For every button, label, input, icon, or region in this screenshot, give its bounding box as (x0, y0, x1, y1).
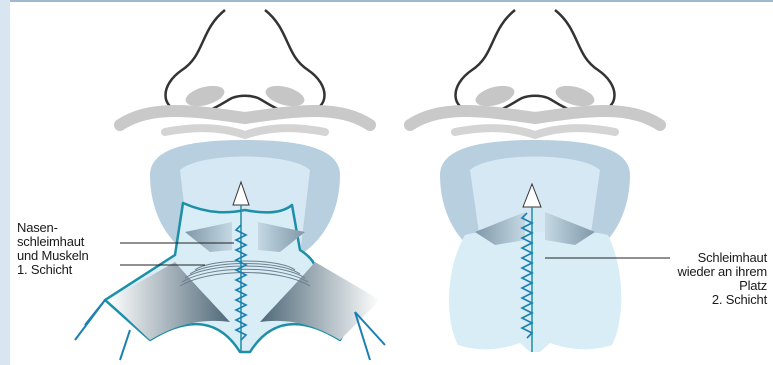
label-right-line-4: 2. Schicht (678, 293, 768, 307)
label-left: Nasen- schleimhaut und Muskeln 1. Schich… (17, 221, 89, 277)
label-left-line-4: 1. Schicht (17, 263, 89, 277)
label-left-line-2: schleimhaut (17, 235, 89, 249)
label-left-line-1: Nasen- (17, 221, 89, 235)
label-right-line-1: Schleimhaut (678, 251, 768, 265)
nose-left (120, 10, 370, 135)
label-right: Schleimhaut wieder an ihrem Platz 2. Sch… (678, 251, 768, 307)
mucosa-body-right (449, 231, 621, 352)
label-right-line-2: wieder an ihrem (678, 265, 768, 279)
right-panel-drawing (410, 10, 660, 352)
label-right-line-3: Platz (678, 279, 768, 293)
label-left-line-3: und Muskeln (17, 249, 89, 263)
left-panel-drawing (75, 10, 385, 360)
nose-right (410, 10, 660, 135)
